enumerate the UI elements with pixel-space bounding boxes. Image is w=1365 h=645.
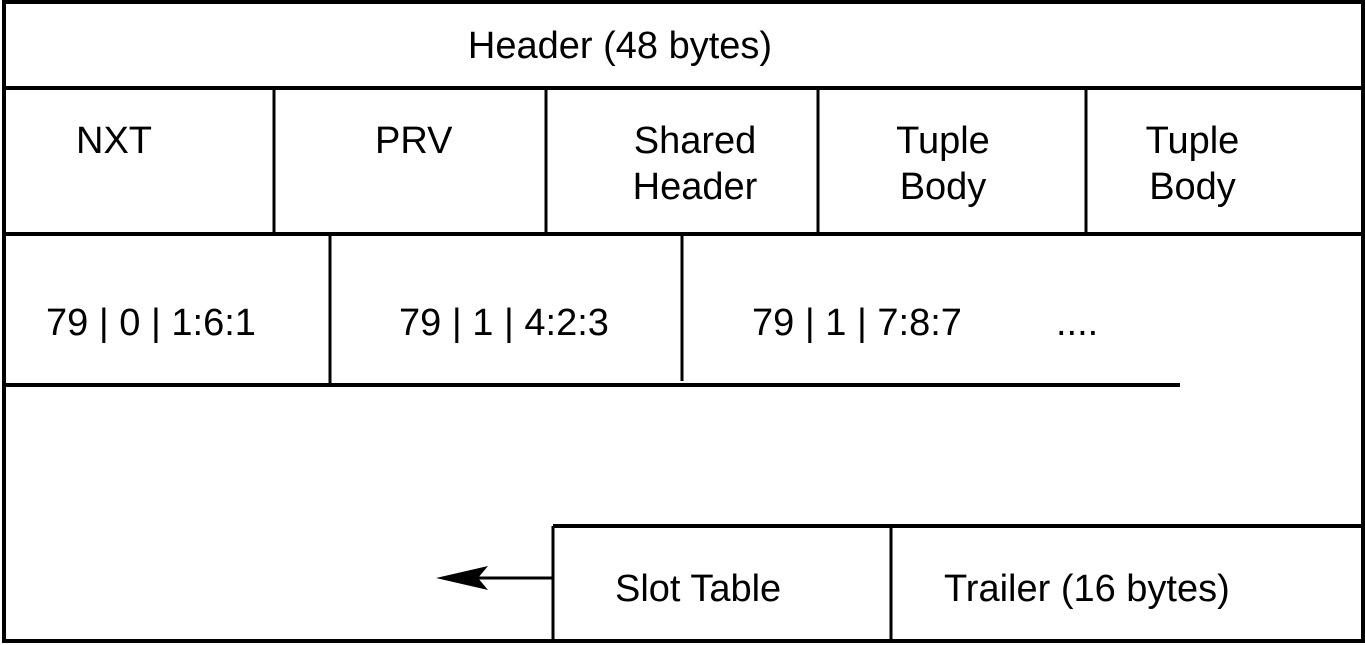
shared-header-line1: Shared (633, 120, 757, 162)
tuple-entry: 79 | 1 | 7:8:7 (752, 302, 962, 344)
arrow-head-icon (436, 566, 488, 590)
header-label: Header (48 bytes) (467, 25, 773, 67)
slot-table-label: Slot Table (615, 568, 782, 610)
shared-header-line2: Header (632, 166, 758, 208)
tuple-body-line1: Tuple (1145, 120, 1240, 162)
trailer-label: Trailer (16 bytes) (944, 568, 1230, 610)
nxt-label: NXT (76, 120, 152, 162)
prv-label: PRV (375, 120, 453, 162)
continuation-ellipsis: .... (1056, 302, 1099, 344)
tuple-entry: 79 | 0 | 1:6:1 (46, 302, 256, 344)
tuple-entry: 79 | 1 | 4:2:3 (399, 302, 609, 344)
tuple-body-line1: Tuple (896, 120, 990, 162)
tuple-body-line2: Body (1149, 166, 1236, 208)
tuple-body-line2: Body (899, 166, 987, 208)
